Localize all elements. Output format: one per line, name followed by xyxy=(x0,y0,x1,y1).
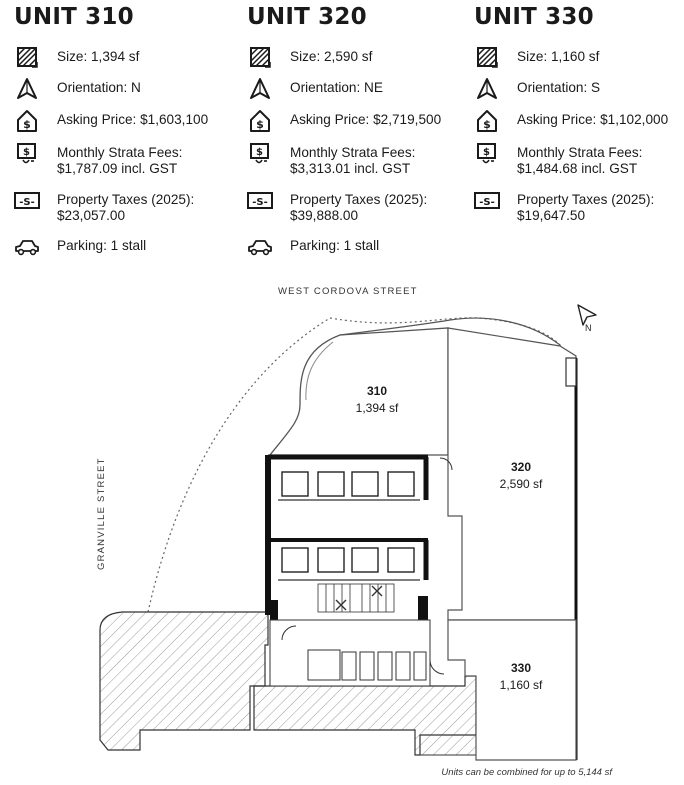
taxes-spec: Property Taxes (2025): $39,888.00 xyxy=(247,189,427,224)
strata-label: Monthly Strata Fees: xyxy=(517,145,643,160)
taxes-value: $19,647.50 xyxy=(517,208,586,223)
house-dollar-icon xyxy=(474,109,500,133)
corner-hatch xyxy=(419,734,477,756)
strata-label: Monthly Strata Fees: xyxy=(290,145,416,160)
orientation-spec: Orientation: N xyxy=(14,77,141,101)
unit-310-area xyxy=(268,327,449,456)
unit-title: UNIT 330 xyxy=(474,4,594,30)
north-facade xyxy=(339,317,566,361)
taxes-spec: Property Taxes (2025): $23,057.00 xyxy=(14,189,194,224)
tax-bill-icon xyxy=(247,189,273,213)
price-spec: Asking Price: $1,102,000 xyxy=(474,109,668,133)
car-icon xyxy=(247,235,273,259)
plan-unit-330-number: 330 xyxy=(511,661,531,675)
column-west xyxy=(270,600,278,620)
strata-label: Monthly Strata Fees: xyxy=(57,145,183,160)
plan-unit-320-number: 320 xyxy=(511,460,531,474)
size-text: Size: 1,160 sf xyxy=(517,49,600,64)
plan-unit-310-number: 310 xyxy=(367,384,387,398)
north-street-label: WEST CORDOVA STREET xyxy=(278,286,418,297)
parking-spec: Parking: 1 stall xyxy=(14,235,146,259)
hatched-square-icon xyxy=(247,46,273,70)
north-arrow-icon xyxy=(474,77,500,101)
column-core xyxy=(418,596,428,620)
price-text: Asking Price: $1,603,100 xyxy=(57,112,209,127)
building-fee-icon xyxy=(474,142,500,166)
orientation-spec: Orientation: NE xyxy=(247,77,383,101)
price-spec: Asking Price: $1,603,100 xyxy=(14,109,208,133)
tax-bill-icon xyxy=(14,189,40,213)
price-text: Asking Price: $1,102,000 xyxy=(517,112,669,127)
column xyxy=(565,357,577,387)
taxes-label: Property Taxes (2025): xyxy=(57,192,195,207)
orientation-text: Orientation: NE xyxy=(290,80,383,95)
car-icon xyxy=(14,235,40,259)
strata-spec: Monthly Strata Fees: $3,313.01 incl. GST xyxy=(247,142,415,177)
floor-plan: N xyxy=(99,304,597,761)
unit-title: UNIT 310 xyxy=(14,4,134,30)
hatched-square-icon xyxy=(474,46,500,70)
hatched-square-icon xyxy=(14,46,40,70)
taxes-label: Property Taxes (2025): xyxy=(290,192,428,207)
house-dollar-icon xyxy=(14,109,40,133)
tax-bill-icon xyxy=(474,189,500,213)
site-boundary xyxy=(147,317,331,613)
plan-unit-330-area: 1,160 sf xyxy=(500,678,543,692)
house-dollar-icon xyxy=(247,109,273,133)
unit-320-area xyxy=(447,327,577,621)
elevators-bottom xyxy=(281,547,415,573)
taxes-value: $23,057.00 xyxy=(57,208,126,223)
price-spec: Asking Price: $2,719,500 xyxy=(247,109,441,133)
taxes-value: $39,888.00 xyxy=(290,208,359,223)
size-spec: Size: 1,160 sf xyxy=(474,46,599,70)
compass-icon: N xyxy=(577,304,597,333)
strata-spec: Monthly Strata Fees: $1,484.68 incl. GST xyxy=(474,142,642,177)
parking-text: Parking: 1 stall xyxy=(290,238,380,253)
size-spec: Size: 1,394 sf xyxy=(14,46,139,70)
taxes-label: Property Taxes (2025): xyxy=(517,192,655,207)
price-text: Asking Price: $2,719,500 xyxy=(290,112,442,127)
strata-spec: Monthly Strata Fees: $1,787.09 incl. GST xyxy=(14,142,182,177)
north-arrow-icon xyxy=(247,77,273,101)
compass-label: N xyxy=(585,323,592,333)
combination-note: Units can be combined for up to 5,144 sf xyxy=(441,767,612,778)
strata-value: $1,484.68 incl. GST xyxy=(517,161,638,176)
elevators-top xyxy=(281,471,415,497)
building-fee-icon xyxy=(247,142,273,166)
strata-value: $3,313.01 incl. GST xyxy=(290,161,411,176)
building-fee-icon xyxy=(14,142,40,166)
strata-value: $1,787.09 incl. GST xyxy=(57,161,178,176)
orientation-text: Orientation: N xyxy=(57,80,141,95)
washrooms xyxy=(269,457,453,687)
plan-unit-320-area: 2,590 sf xyxy=(500,477,543,491)
size-spec: Size: 2,590 sf xyxy=(247,46,372,70)
size-text: Size: 1,394 sf xyxy=(57,49,140,64)
taxes-spec: Property Taxes (2025): $19,647.50 xyxy=(474,189,654,224)
size-text: Size: 2,590 sf xyxy=(290,49,373,64)
common-area-hatch xyxy=(99,611,269,751)
unit-title: UNIT 320 xyxy=(247,4,367,30)
plan-unit-310-area: 1,394 sf xyxy=(356,401,399,415)
orientation-text: Orientation: S xyxy=(517,80,601,95)
unit-330-area xyxy=(447,619,577,761)
parking-text: Parking: 1 stall xyxy=(57,238,147,253)
parking-spec: Parking: 1 stall xyxy=(247,235,379,259)
stairs xyxy=(317,583,395,613)
unit-310-inner-wall xyxy=(305,341,334,401)
orientation-spec: Orientation: S xyxy=(474,77,600,101)
north-arrow-icon xyxy=(14,77,40,101)
